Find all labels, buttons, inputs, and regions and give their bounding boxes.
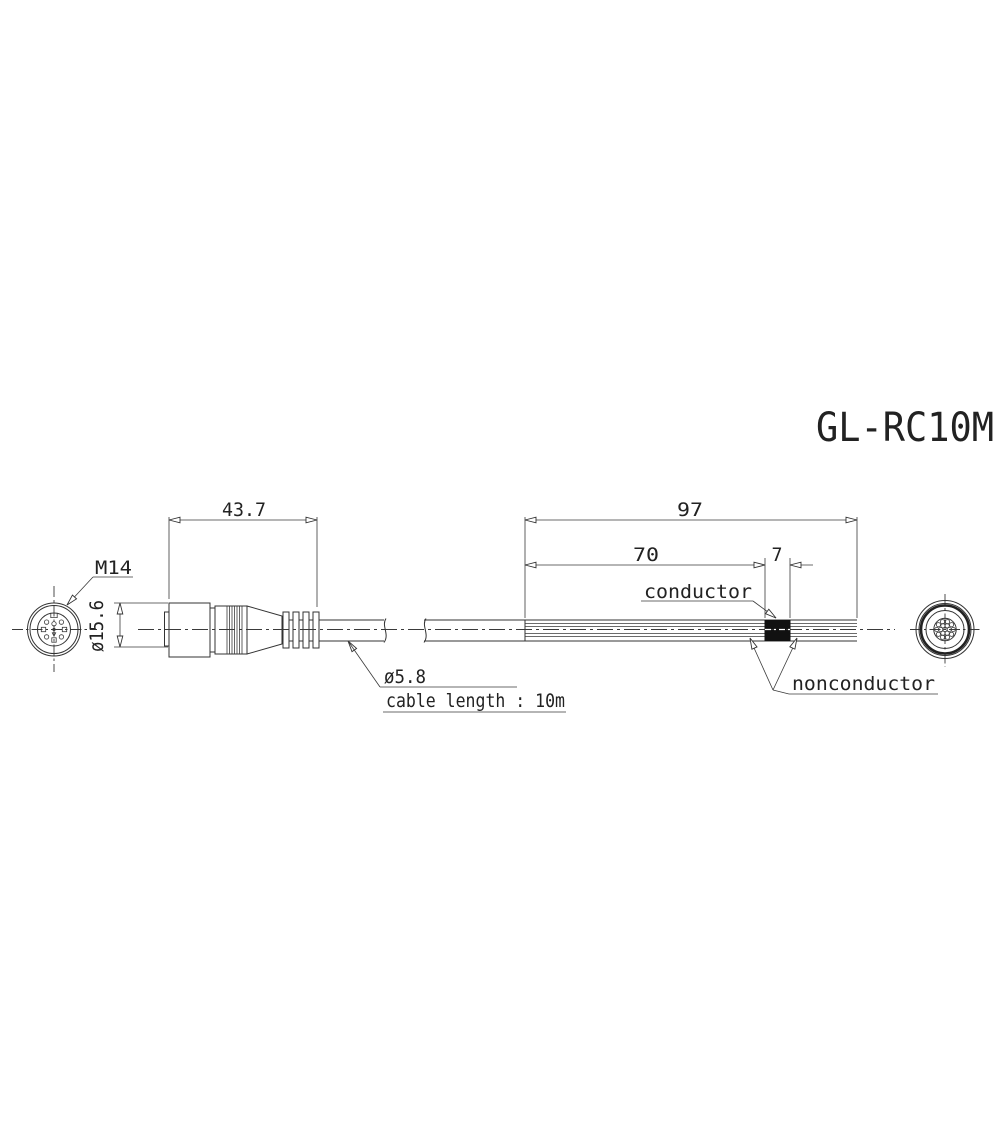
connector-front-view	[12, 586, 97, 672]
stripped-wires	[525, 623, 857, 637]
knurl-lines	[226, 606, 243, 654]
connector-front-flange	[164, 611, 170, 647]
strand-bundle	[933, 617, 957, 642]
strip-to-conductor-dimension: 70	[524, 544, 766, 569]
body-diameter-dimension: ø15.6	[86, 600, 168, 652]
thread-size-callout: M14	[66, 557, 133, 606]
strain-relief-ribs	[282, 611, 320, 649]
cable-diameter-label: ø5.8	[384, 666, 426, 688]
cable-side-view	[282, 611, 857, 649]
conductor-width-dimension: 7	[764, 544, 813, 618]
nonconductor-callout: nonconductor	[749, 637, 938, 695]
connector-side-view	[164, 602, 283, 658]
shield-ring	[919, 604, 971, 655]
strip-total-dimension: 97	[524, 499, 858, 618]
body-diameter-label: ø15.6	[86, 600, 108, 652]
conductor-label: conductor	[644, 581, 752, 603]
cable-callout: ø5.8 cable length : 10m	[347, 640, 566, 713]
keyway-notch	[50, 613, 58, 618]
drawing-title: GL-RC10M	[816, 405, 994, 451]
connector-length-dimension: 43.7	[168, 499, 318, 607]
strain-relief-taper	[246, 605, 283, 655]
thread-size-label: M14	[95, 557, 132, 579]
nonconductor-label: nonconductor	[792, 673, 935, 695]
cable-break-left	[383, 618, 387, 643]
conductor-width-label: 7	[772, 544, 783, 566]
cable-cross-section-view	[910, 594, 981, 667]
connector-body	[168, 602, 211, 658]
connector-pins	[40, 619, 68, 643]
cable-break-right	[423, 618, 427, 643]
leader-arrowhead	[66, 594, 78, 606]
conductor-callout: conductor	[641, 581, 777, 619]
connector-length-label: 43.7	[222, 499, 266, 521]
cable-length-label: cable length : 10m	[386, 690, 565, 712]
conductor-band	[764, 620, 791, 641]
strip-total-label: 97	[677, 499, 703, 521]
strands	[934, 619, 956, 640]
connector-collar	[209, 607, 216, 653]
strip-to-conductor-label: 70	[633, 544, 659, 566]
